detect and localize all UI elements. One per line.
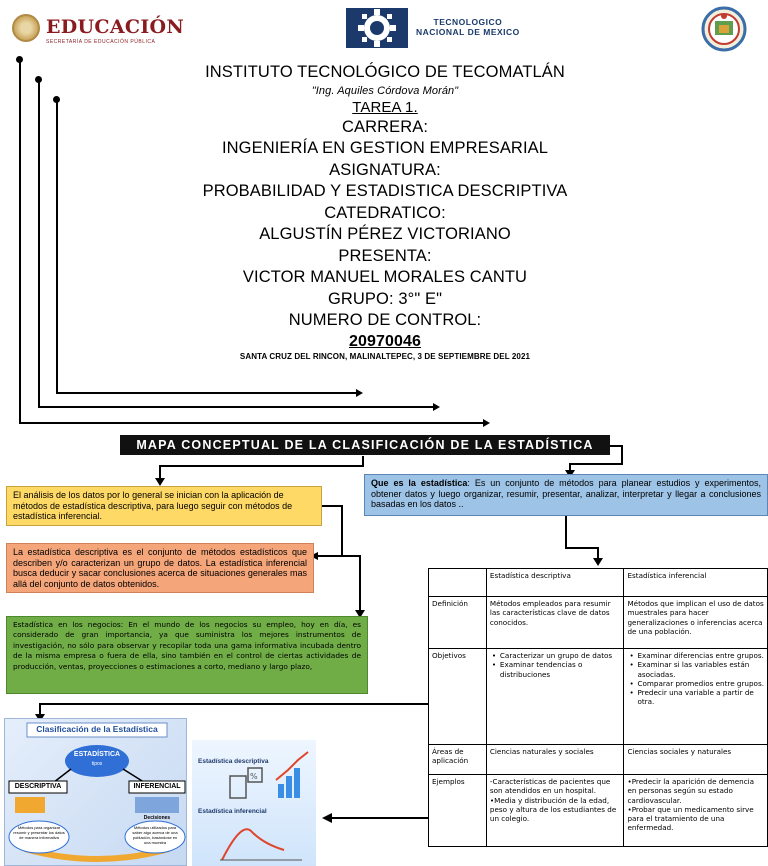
sep-seal-icon <box>12 14 40 42</box>
list-item: Examinar tendencias o distribuciones <box>490 660 621 679</box>
list-item: Examinar diferencias entre grupos. <box>627 651 764 660</box>
analisis-box: El análisis de los datos por lo general … <box>6 486 322 526</box>
carrera-label: CARRERA: <box>341 117 429 136</box>
inferencial-node: INFERENCIAL <box>133 783 181 790</box>
list-item: •Media y distribución de la edad, peso y… <box>489 795 617 824</box>
estadistica-node-sub: tipos <box>91 761 103 767</box>
presenta-label: PRESENTA: <box>338 246 432 265</box>
inferencial-caption: Métodos utilizados para saber algo acerc… <box>132 825 178 845</box>
asignatura-label: ASIGNATURA: <box>329 160 441 179</box>
table-header-cell: Estadística descriptiva <box>485 568 625 597</box>
row-label: Definición <box>428 596 487 649</box>
table-row: Definición Métodos empleados para resumi… <box>428 596 768 649</box>
control-number: 20970046 <box>349 332 421 350</box>
table-cell: Ciencias sociales y naturales <box>623 744 768 775</box>
tecnm-logo: TECNOLOGICO NACIONAL DE MEXICO <box>344 6 544 52</box>
descriptiva-node: DESCRIPTIVA <box>14 783 62 790</box>
list-item: Predecir una variable a partir de otra. <box>627 688 764 707</box>
place-date: SANTA CRUZ DEL RINCON, MALINALTEPEC, 3 D… <box>239 351 531 361</box>
svg-text:%: % <box>250 772 258 781</box>
tecnm-gear-icon <box>346 8 408 48</box>
table-row: Objetivos Caracterizar un grupo de datos… <box>428 648 768 745</box>
table-header-cell <box>428 568 487 597</box>
list-item: •Predecir la aparición de demencia en pe… <box>627 777 755 805</box>
student-name: VICTOR MANUEL MORALES CANTU <box>242 268 528 286</box>
tecnm-line1: TECNOLOGICO <box>433 17 503 27</box>
list-item: -Características de pacientes que son at… <box>489 777 611 796</box>
tecnm-line2: NACIONAL DE MEXICO <box>416 26 520 37</box>
descriptiva-caption: Métodos para organizar resumir y present… <box>13 825 65 840</box>
concept-map-banner: MAPA CONCEPTUAL DE LA CLASIFICACIÓN DE L… <box>120 435 610 455</box>
table-cell: Métodos empleados para resumir las carac… <box>485 596 625 649</box>
clasificacion-diagram-icon <box>8 722 186 862</box>
statistics-charts-icon: % <box>220 751 309 861</box>
asignatura-value: PROBABILIDAD Y ESTADISTICA DESCRIPTIVA <box>202 182 568 200</box>
table-header-row: Estadística descriptiva Estadística infe… <box>428 568 768 597</box>
carrera-value: INGENIERÍA EN GESTION EMPRESARIAL <box>221 139 549 157</box>
table-cell: Métodos que implican el uso de datos mue… <box>623 596 768 649</box>
list-item: Comparar promedios entre grupos. <box>627 679 764 688</box>
cover-title-block: INSTITUTO TECNOLÓGICO DE TECOMATLÁN "Ing… <box>120 62 650 362</box>
inferencial-illustration-label: Estadística inferencial <box>198 808 267 815</box>
table-cell: Caracterizar un grupo de datos Examinar … <box>485 648 625 745</box>
row-label: Áreas de aplicación <box>428 744 487 775</box>
estadistica-node: ESTADÍSTICA <box>73 751 121 758</box>
row-label: Objetivos <box>428 648 487 745</box>
control-label: NUMERO DE CONTROL: <box>288 311 482 329</box>
estadistica-illustration-image: Estadística descriptiva Estadística infe… <box>192 740 316 866</box>
decisiones-tag: Decisiones <box>143 815 171 821</box>
comparison-table: Estadística descriptiva Estadística infe… <box>428 568 768 847</box>
list-item: Caracterizar un grupo de datos <box>490 651 621 660</box>
instituto-tecomatlan-seal-icon <box>701 6 747 52</box>
table-row: Ejemplos -Características de pacientes q… <box>428 774 768 847</box>
institute-namesake: "Ing. Aquiles Córdova Morán" <box>311 84 459 97</box>
institute-name: INSTITUTO TECNOLÓGICO DE TECOMATLÁN <box>205 63 565 81</box>
que-es-bold: Que es la estadística <box>371 478 468 488</box>
table-header-cell: Estadística inferencial <box>623 568 768 597</box>
descriptiva-box: La estadística descriptiva es el conjunt… <box>6 543 314 593</box>
group-value: GRUPO: 3°" E" <box>327 289 443 308</box>
que-es-estadistica-box: Que es la estadística: Es un conjunto de… <box>364 474 768 516</box>
clasificacion-diagram-image: Clasificación de la Estadística ESTADÍST… <box>4 718 187 866</box>
table-row: Áreas de aplicación Ciencias naturales y… <box>428 744 768 775</box>
row-label: Ejemplos <box>428 774 487 847</box>
educacion-logo-word: EDUCACIÓN <box>46 16 185 38</box>
educacion-logo: EDUCACIÓN SECRETARÍA DE EDUCACIÓN PÚBLIC… <box>8 8 184 52</box>
list-item: •Probar que un medicamento sirve para el… <box>627 804 754 833</box>
catedratico-value: ALGUSTÍN PÉREZ VICTORIANO <box>259 225 511 243</box>
negocios-box: Estadística en los negocios: En el mundo… <box>6 616 368 694</box>
table-cell: -Características de pacientes que son at… <box>485 774 625 847</box>
clasificacion-title: Clasificación de la Estadística <box>36 724 158 734</box>
descriptiva-illustration-label: Estadística descriptiva <box>198 758 269 765</box>
assignment-title: TAREA 1. <box>352 98 418 116</box>
que-es-text: : Es un conjunto de métodos para planear… <box>371 478 761 509</box>
educacion-logo-subtitle: SECRETARÍA DE EDUCACIÓN PÚBLICA <box>46 39 156 45</box>
list-item: Examinar si las variables están asociada… <box>627 660 764 679</box>
table-cell: •Predecir la aparición de demencia en pe… <box>623 774 768 847</box>
table-cell: Ciencias naturales y sociales <box>485 744 625 775</box>
table-cell: Examinar diferencias entre grupos. Exami… <box>623 648 768 745</box>
catedratico-label: CATEDRATICO: <box>324 203 446 222</box>
